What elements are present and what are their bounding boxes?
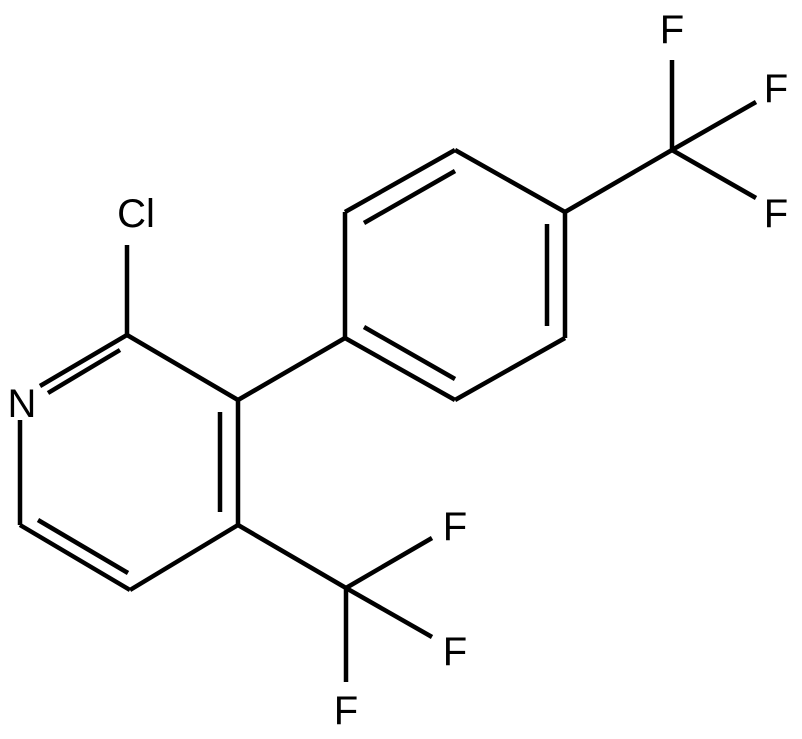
bond-cf3-f3 <box>670 148 758 200</box>
bond-cf3-f5 <box>344 586 434 639</box>
bond-c3-phenyl <box>236 336 347 402</box>
fluorine-label-2: F <box>764 67 788 111</box>
bond-ph6-ph1-inner <box>362 325 457 381</box>
bond-c3-c2 <box>125 333 240 402</box>
bond-c6-c5 <box>18 523 132 592</box>
cf3-group-bottom <box>236 523 434 682</box>
bond-c5-c4 <box>128 523 240 592</box>
bond-ph2-ph3 <box>343 148 457 214</box>
bond-c2-n1 <box>38 333 129 388</box>
bond-ph5-ph6 <box>453 336 567 402</box>
bond-ph2-ph3-inner <box>362 169 457 225</box>
bond-c4-cf3 <box>236 523 348 590</box>
fluorine-label-5: F <box>443 630 467 674</box>
bond-c6-c5-inner <box>36 518 130 575</box>
pyridine-ring <box>17 245 241 592</box>
bond-c2-n1-inner <box>46 348 122 395</box>
bond-ph4-cf3 <box>563 148 674 214</box>
bond-cf3-f4 <box>344 536 434 590</box>
fluorine-label-1: F <box>660 8 684 52</box>
bond-cf3-f2 <box>670 100 758 152</box>
bond-ph3-ph4 <box>453 148 567 214</box>
chlorine-label: Cl <box>117 192 155 236</box>
nitrogen-label: N <box>8 382 37 426</box>
fluorine-label-4: F <box>443 505 467 549</box>
fluorine-label-3: F <box>764 192 788 236</box>
phenyl-ring <box>342 148 568 402</box>
fluorine-label-6: F <box>334 689 358 733</box>
bond-ph6-ph1 <box>343 336 457 402</box>
cf3-group-top <box>563 60 758 214</box>
